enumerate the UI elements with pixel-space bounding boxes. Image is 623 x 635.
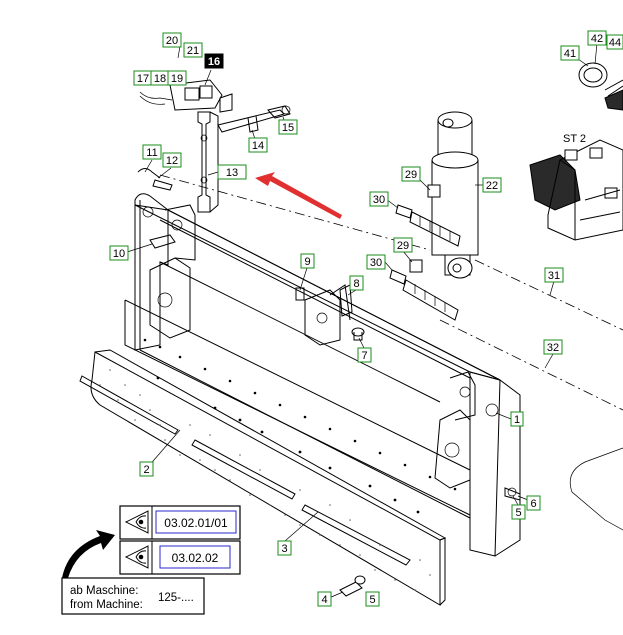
centerline-31	[474, 259, 623, 331]
callout-text: 5	[369, 594, 375, 606]
callout-10: 10	[109, 245, 129, 261]
bolt-4	[339, 575, 366, 597]
st2-label: ST 2	[563, 133, 586, 145]
callout-text: 44	[609, 37, 621, 49]
callout-text: 5	[515, 507, 521, 519]
callout-text: 41	[564, 48, 576, 60]
callout-16: 16	[204, 53, 224, 69]
callout-32: 32	[543, 339, 563, 355]
from-machine-line1: ab Maschine:	[70, 585, 138, 597]
callout-5-right: 5	[511, 504, 526, 520]
callout-text: 29	[405, 169, 417, 181]
callout-text: 21	[187, 45, 199, 57]
callout-19: 19	[167, 70, 187, 86]
adjacent-part-outline	[569, 447, 623, 531]
callout-text: 2	[143, 464, 149, 476]
pointing-arrow-icon	[62, 530, 115, 578]
ring-seal	[578, 62, 623, 111]
from-machine-note: ab Maschine: from Machine: 125-....	[61, 530, 205, 615]
blade-plate	[79, 349, 447, 606]
callout-text: 10	[113, 248, 125, 260]
callout-9: 9	[300, 253, 315, 269]
centerline-upper	[159, 174, 431, 251]
callout-text: 17	[137, 73, 149, 85]
callout-text: 22	[486, 180, 498, 192]
callout-29-upper: 29	[401, 166, 421, 182]
callout-text: 11	[146, 147, 157, 159]
callout-17: 17	[133, 70, 153, 86]
callout-13: 13	[217, 164, 247, 180]
callout-text: 14	[252, 140, 264, 152]
callout-text: 42	[591, 33, 603, 45]
highlight-arrow	[255, 172, 342, 219]
callout-text: 20	[166, 35, 178, 47]
callout-5-bottom: 5	[365, 591, 380, 607]
callout-22: 22	[482, 177, 502, 193]
callout-text: 4	[321, 594, 327, 606]
callout-18: 18	[150, 70, 170, 86]
callout-text: 30	[373, 194, 385, 206]
callout-text: 16	[208, 56, 220, 68]
callout-text: 18	[154, 73, 166, 85]
callout-15: 15	[278, 119, 298, 135]
callout-text: 32	[547, 342, 559, 354]
bolt-10	[149, 234, 176, 249]
callout-29-lower: 29	[393, 237, 413, 253]
center-pins	[295, 284, 365, 341]
callout-2: 2	[139, 461, 154, 477]
centerline-32	[439, 319, 623, 411]
reference-link-1[interactable]: 03.02.01/01	[119, 505, 241, 540]
valve-block-st2	[529, 139, 623, 241]
callout-6: 6	[526, 495, 541, 511]
callout-11: 11	[142, 144, 162, 160]
callout-text: 13	[226, 167, 238, 179]
callout-30-upper: 30	[369, 191, 389, 207]
callout-3: 3	[277, 540, 292, 556]
eye-icon	[124, 510, 149, 534]
valve-cluster	[139, 79, 291, 133]
hydraulic-cylinder	[431, 111, 479, 279]
pin-parts	[137, 168, 173, 191]
fitting-upper	[395, 184, 461, 247]
rail-holes	[143, 338, 457, 491]
reference-link-2[interactable]: 03.02.02	[119, 540, 241, 575]
from-machine-value: 125-....	[158, 592, 194, 604]
frame-part	[124, 193, 521, 557]
callout-12: 12	[162, 152, 182, 168]
eye-icon	[124, 545, 149, 569]
callout-text: 30	[370, 257, 382, 269]
callout-4: 4	[317, 591, 332, 607]
callout-text: 3	[281, 543, 287, 555]
from-machine-line2: from Machine:	[70, 599, 143, 611]
callout-text: 29	[397, 240, 409, 252]
callout-30-lower: 30	[366, 254, 386, 270]
callout-42: 42	[587, 30, 607, 46]
callout-21: 21	[183, 42, 203, 58]
callout-20: 20	[162, 32, 182, 48]
reference-1-text: 03.02.01/01	[164, 516, 228, 530]
callout-text: 1	[514, 414, 520, 426]
bolt-6	[504, 487, 521, 501]
callout-text: 8	[353, 278, 359, 290]
callout-41: 41	[560, 45, 580, 61]
callout-7: 7	[357, 347, 372, 363]
callout-8: 8	[349, 275, 364, 291]
callout-31: 31	[544, 267, 564, 283]
callout-1: 1	[510, 411, 524, 427]
callout-text: 9	[304, 256, 310, 268]
callout-text: 15	[282, 122, 294, 134]
reference-2-text: 03.02.02	[172, 551, 219, 565]
callout-text: 12	[166, 155, 178, 167]
callout-44: 44	[606, 34, 623, 50]
callout-text: 6	[530, 498, 536, 510]
rod-assembly	[197, 111, 219, 213]
callout-14: 14	[248, 137, 268, 153]
callout-text: 19	[171, 73, 183, 85]
fitting-lower	[389, 259, 459, 321]
callout-text: 31	[548, 270, 560, 282]
callout-text: 7	[361, 350, 367, 362]
